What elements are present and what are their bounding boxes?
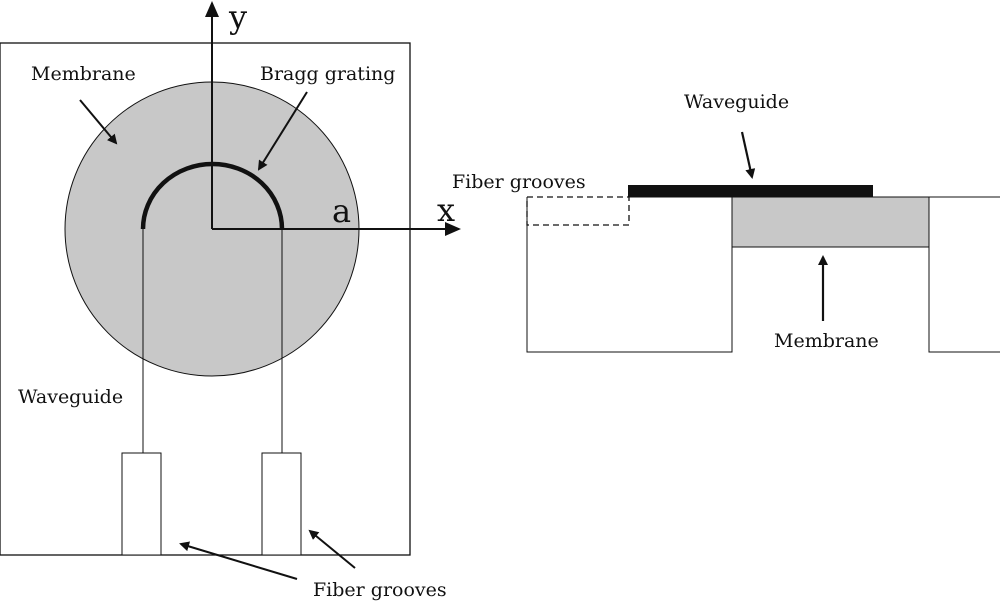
y-axis-label: y bbox=[228, 0, 247, 36]
fiber-grooves-label: Fiber grooves bbox=[313, 579, 447, 601]
fiber-groove-right bbox=[261, 452, 302, 556]
bragg-grating-arrow bbox=[257, 91, 308, 171]
fiber-groove-right-arrow bbox=[308, 529, 356, 569]
waveguide-label: Waveguide bbox=[18, 386, 123, 408]
fiber-groove-left-arrow bbox=[179, 541, 298, 580]
side-waveguide-bar bbox=[628, 185, 873, 197]
side-fiber-grooves-label: Fiber grooves bbox=[452, 171, 586, 193]
top-view: y x a Membrane Bragg grating Waveguide F… bbox=[0, 0, 461, 601]
fiber-groove-left bbox=[121, 452, 162, 556]
x-axis-label: x bbox=[437, 191, 455, 229]
side-membrane bbox=[731, 196, 930, 248]
side-membrane-label: Membrane bbox=[774, 330, 879, 352]
side-fiber-groove bbox=[526, 196, 630, 226]
radius-label: a bbox=[332, 192, 351, 230]
membrane-arrow bbox=[79, 99, 118, 145]
side-view: Waveguide Fiber grooves Membrane bbox=[452, 91, 1000, 353]
side-waveguide-arrow bbox=[740, 131, 756, 179]
side-waveguide-label: Waveguide bbox=[684, 91, 789, 113]
membrane-label: Membrane bbox=[31, 63, 136, 85]
bragg-grating-label: Bragg grating bbox=[260, 63, 395, 85]
